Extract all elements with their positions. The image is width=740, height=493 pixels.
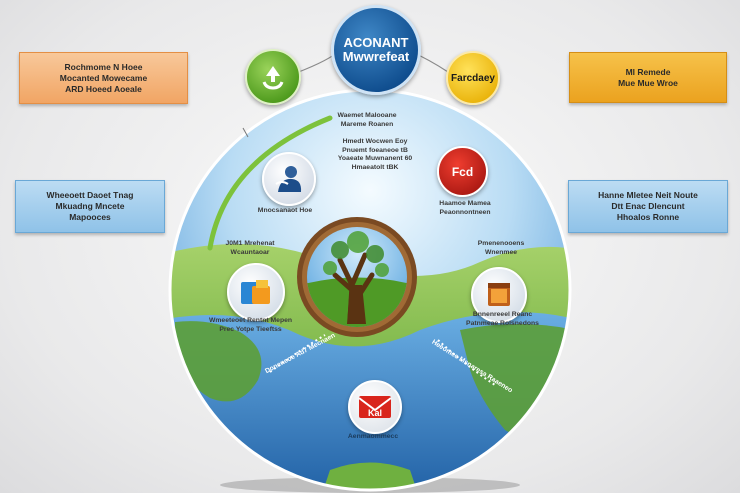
callout-line: Ml Remede [625, 66, 671, 77]
person-icon [275, 166, 302, 192]
caption-center: Hmedt Wocwen Eoy Pnuemt foeaneoe tB Yoae… [320, 138, 430, 172]
caption-line: Yoaeate Muwnanent 60 [337, 155, 413, 162]
folder-icon [241, 280, 270, 304]
callout-mid-right: Hanne Mletee Neit Noute Dtt Enac Dlencun… [568, 180, 728, 233]
callout-line: Mkuadng Mncete [55, 201, 125, 211]
callout-line: Rochmome N Hoee [64, 61, 143, 72]
caption-line: Haamoe Mamea [439, 200, 491, 207]
caption-line: Waemet Malooane [337, 112, 397, 119]
callout-line: Mapooces [69, 212, 111, 222]
node-top-label-line: Mwwrefeat [342, 49, 410, 64]
caption-person: Mnocsanaot Hoe [245, 207, 325, 216]
callout-mid-left: Wheeoett Daoet Tnag Mkuadng Mncete Mapoo… [15, 180, 165, 233]
caption-line: Mnocsanaot Hoe [257, 207, 313, 214]
continent-bottom [320, 462, 420, 490]
callout-line: Hhoalos Ronne [616, 212, 680, 222]
callout-line: Wheeoett Daoet Tnag [46, 190, 134, 200]
node-top-label-line: ACONANT [343, 35, 409, 50]
caption-box: Bnnenreeel Reanc Patnmeae Rolsnedons [455, 311, 550, 328]
box-node [471, 267, 527, 323]
callout-line: Mue Mue Wroe [618, 77, 678, 88]
person-node [262, 152, 316, 206]
caption-line: Hmaeatolt tBK [351, 163, 399, 171]
caption-folder: Wmeeteoet Rentnt Mepen Prec Yotpe Tieeft… [203, 317, 298, 334]
caption-line: Wcauntaoar [230, 248, 270, 256]
node-top-left [245, 49, 301, 105]
continent-left [175, 321, 262, 402]
center-emblem [297, 217, 417, 337]
caption-line: Bnnenreeel Reanc [472, 311, 533, 318]
callout-line: Hanne Mletee Neit Noute [598, 190, 698, 200]
node-top-right: Farcdaey [446, 51, 500, 105]
caption-line: Prec Yotpe Tieeftss [219, 325, 282, 333]
caption-line: J0M1 Mrehenat [225, 240, 275, 247]
caption-line: Mareme Roanen [340, 120, 394, 128]
caption-line: Peaonnontneen [439, 208, 491, 216]
caption-line: Wnenmee [484, 248, 518, 256]
caption-line: Pnuemt foeaneoe tB [342, 146, 408, 154]
caption-line: Wmeeteoet Rentnt Mepen [208, 317, 293, 324]
mail-icon: Kal [358, 396, 392, 418]
callout-line: Mocanted Mowecame [59, 72, 148, 83]
progress-arc [207, 115, 333, 251]
caption-badge: Haamoe Mamea Peaonnontneen [425, 200, 505, 217]
node-top-center: ACONANT Mwwrefeat [331, 5, 421, 95]
dotted-arc-right [437, 339, 496, 386]
tick-mark [242, 127, 249, 138]
caption-line: Pmenenooens [477, 240, 525, 247]
badge-node: Fcd [437, 146, 488, 197]
badge-label: Fcd [451, 164, 474, 179]
node-right-label: Farcdaey [451, 72, 495, 84]
caption-line: Hmedt Wocwen Eoy [342, 138, 408, 145]
caption-left: J0M1 Mrehenat Wcauntaoar [210, 240, 290, 257]
callout-top-left: Rochmome N Hoee Mocanted Mowecame ARD Ho… [19, 52, 188, 104]
caption-right: Pmenenooens Wnenmee [466, 240, 536, 257]
mail-label: Kal [368, 408, 382, 418]
caption-line: Patnmeae Rolsnedons [466, 319, 539, 327]
caption-bottom: Aenmaommecc [347, 433, 399, 440]
box-icon [488, 283, 510, 306]
callout-top-right: Ml Remede Mue Mue Wroe [569, 52, 727, 103]
callout-line: ARD Hoeed Aoeale [65, 83, 142, 94]
folder-node [227, 263, 285, 321]
recycle-icon [262, 66, 284, 90]
caption-top: Waemet Malooane Mareme Roanen [332, 112, 402, 129]
dotted-arc-left [269, 334, 326, 373]
mail-node: Kal [348, 380, 402, 434]
callout-line: Dtt Enac Dlencunt [611, 201, 685, 211]
tree-icon [323, 231, 389, 324]
